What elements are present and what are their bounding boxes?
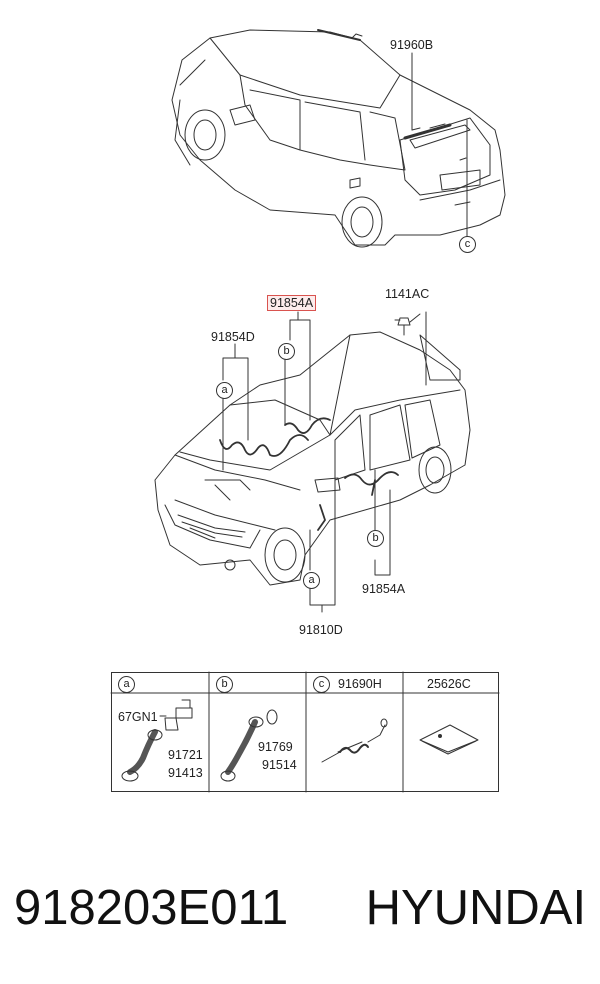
- cell-d-drawing: [419, 724, 479, 755]
- cell-b-drawing: [220, 709, 278, 782]
- ref-circle-c: c: [459, 236, 476, 253]
- table-part-91769: 91769: [258, 740, 293, 754]
- door-harness-label: 91854A: [362, 582, 406, 596]
- table-part-91514: 91514: [262, 758, 297, 772]
- table-circle-a: a: [118, 676, 135, 693]
- table-part-91413: 91413: [168, 766, 203, 780]
- table-circle-b: b: [216, 676, 233, 693]
- ref-circle-a-upper: a: [216, 382, 233, 399]
- cell-a-drawing: [121, 699, 193, 782]
- left-harness-label: 91854D: [211, 330, 255, 344]
- top-car-illustration: [171, 29, 506, 248]
- ref-circle-b-upper: b: [278, 343, 295, 360]
- part-label-91960B: 91960B: [390, 38, 434, 52]
- cell-c-drawing: [321, 718, 388, 763]
- table-part-67GN1: 67GN1: [118, 710, 158, 724]
- ref-circle-b-lower: b: [367, 530, 384, 547]
- footer-part-number: 918203E011: [14, 881, 289, 935]
- table-part-91690H: 91690H: [338, 677, 382, 691]
- table-part-25626C: 25626C: [427, 677, 471, 691]
- table-part-91721: 91721: [168, 748, 203, 762]
- highlighted-part-label: 91854A: [267, 295, 317, 311]
- parts-table: [111, 672, 499, 792]
- floor-harness-label: 91810D: [299, 623, 343, 637]
- ref-circle-a-lower: a: [303, 572, 320, 589]
- middle-car-illustration: [154, 311, 471, 613]
- footer-brand: HYUNDAI: [365, 881, 587, 935]
- table-circle-c: c: [313, 676, 330, 693]
- bolt-part-label: 1141AC: [385, 287, 430, 301]
- parts-table-grid: [110, 671, 500, 793]
- footer-caption: 918203E011 HYUNDAI: [14, 878, 594, 938]
